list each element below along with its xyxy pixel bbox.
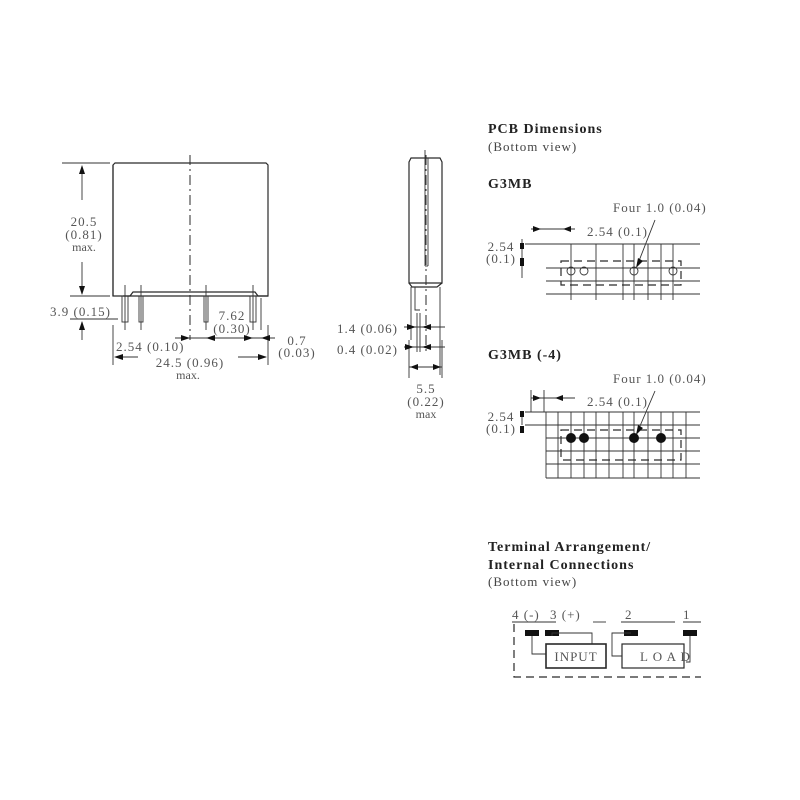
terminal-subtitle: (Bottom view) bbox=[488, 574, 577, 589]
pin4-label: 4 (-) bbox=[512, 607, 540, 622]
pin2-label: 2 bbox=[625, 607, 633, 622]
g3mb-pitch-v-inch: (0.1) bbox=[486, 251, 516, 266]
pin-width-inch: (0.03) bbox=[278, 345, 315, 360]
body-base bbox=[123, 291, 268, 297]
pcb-subtitle: (Bottom view) bbox=[488, 139, 577, 154]
relay-body-outline bbox=[112, 162, 269, 297]
load-block bbox=[621, 643, 685, 669]
terminal-title-line1: Terminal Arrangement/ bbox=[488, 540, 651, 555]
width-max: max. bbox=[176, 368, 200, 382]
g3mb4-label: G3MB (-4) bbox=[488, 348, 562, 363]
pin-length: 3.9 (0.15) bbox=[50, 304, 111, 319]
load-label: L O A D bbox=[640, 649, 691, 664]
terminal-1 bbox=[683, 630, 697, 636]
pcb-title: PCB Dimensions bbox=[488, 122, 603, 137]
terminal-title-line2: Internal Connections bbox=[488, 558, 634, 573]
input-block bbox=[545, 643, 607, 669]
g3mb4-hole-note: Four 1.0 (0.04) bbox=[613, 371, 707, 386]
front-view: 20.5 (0.81) max. 3.9 (0.15) 2.54 (0.10) … bbox=[50, 155, 315, 382]
side-view: 1.4 (0.06) 0.4 (0.02) 5.5 (0.22) max bbox=[337, 150, 445, 421]
terminal-4 bbox=[525, 630, 539, 636]
pin3-label: 3 (+) bbox=[550, 607, 581, 622]
height-inch: (0.81) bbox=[65, 227, 102, 242]
g3mb-pitch-v-value: 2.54 bbox=[488, 239, 515, 254]
g3mb-grid bbox=[525, 243, 700, 300]
g3mb-label: G3MB bbox=[488, 177, 532, 192]
g3mb-hole bbox=[579, 266, 589, 276]
input-label: INPUT bbox=[554, 649, 597, 664]
package-outline bbox=[513, 624, 701, 678]
pins bbox=[121, 285, 262, 330]
pin-width-value: 0.7 bbox=[287, 333, 306, 348]
pin-spacing-inch: (0.30) bbox=[213, 321, 250, 336]
g3mb4-pad bbox=[566, 433, 576, 443]
g3mb4-pad bbox=[579, 433, 589, 443]
g3mb4-pitch-v-inch: (0.1) bbox=[486, 421, 516, 436]
height-max: max. bbox=[72, 240, 96, 254]
g3mb-hole bbox=[668, 266, 678, 276]
pcb-dimensions: PCB Dimensions (Bottom view) G3MB Four 1… bbox=[486, 122, 707, 479]
g3mb4-grid bbox=[525, 390, 700, 479]
g3mb4-pitch-v-value: 2.54 bbox=[488, 409, 515, 424]
depth-value: 5.5 bbox=[416, 381, 435, 396]
depth-inch: (0.22) bbox=[407, 394, 444, 409]
g3mb-hole bbox=[566, 266, 576, 276]
g3mb-hole bbox=[629, 266, 639, 276]
pin1-label: 1 bbox=[683, 607, 691, 622]
height-value: 20.5 bbox=[71, 214, 98, 229]
g3mb-pitch-h: 2.54 (0.1) bbox=[587, 224, 648, 239]
g3mb4-pad bbox=[656, 433, 666, 443]
g3mb4-pad bbox=[629, 433, 639, 443]
width: 24.5 (0.96) bbox=[156, 355, 224, 370]
depth-max: max bbox=[416, 407, 437, 421]
pin-offset-1: 1.4 (0.06) bbox=[337, 321, 398, 336]
g3mb-hole-note: Four 1.0 (0.04) bbox=[613, 200, 707, 215]
pin-pitch: 2.54 (0.10) bbox=[116, 339, 184, 354]
pin-offset-2: 0.4 (0.02) bbox=[337, 342, 398, 357]
pin-spacing-value: 7.62 bbox=[219, 308, 246, 323]
g3mb4-pitch-h: 2.54 (0.1) bbox=[587, 394, 648, 409]
terminal-arrangement: Terminal Arrangement/ Internal Connectio… bbox=[488, 540, 701, 678]
